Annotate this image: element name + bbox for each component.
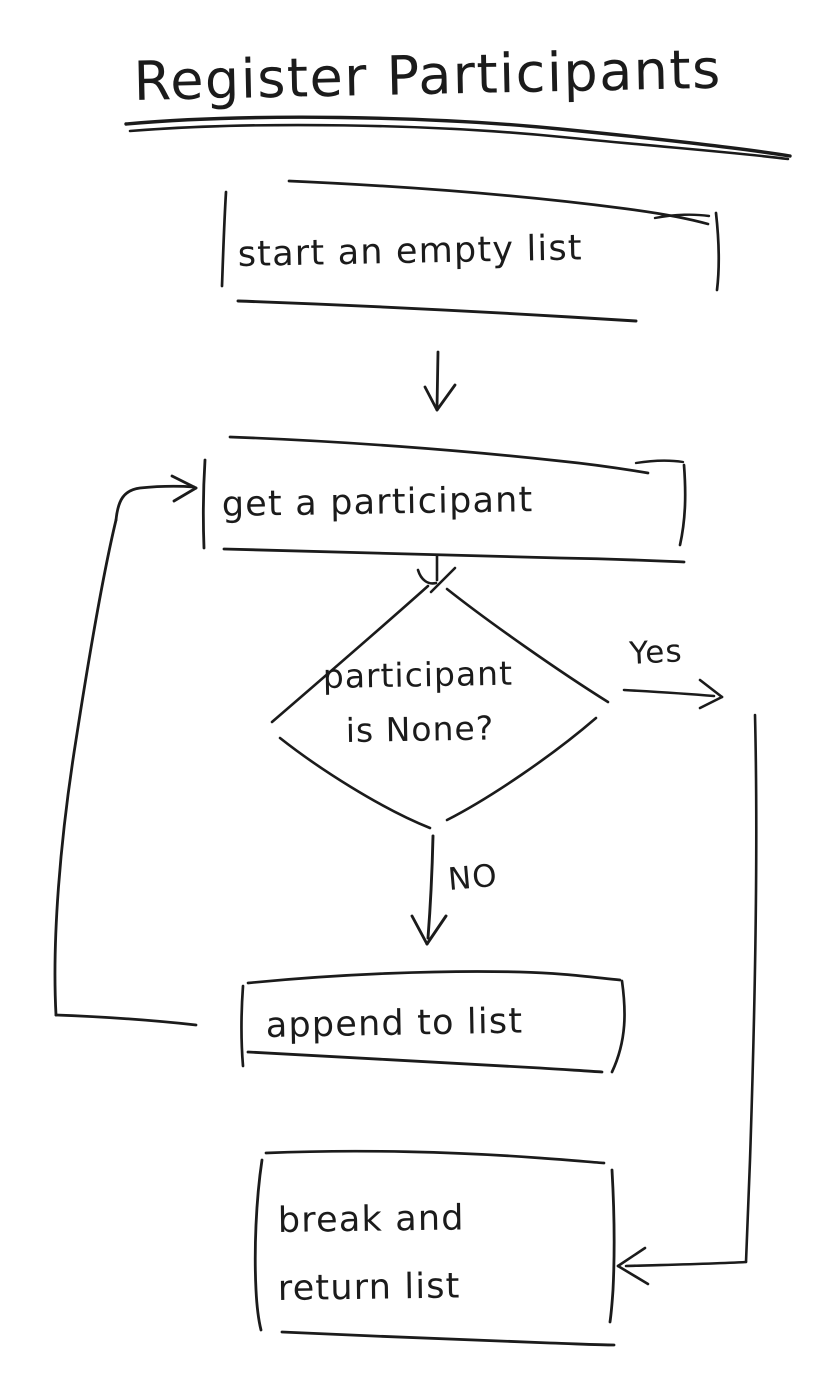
page-title: Register Participants [133,38,722,113]
node-append-box [240,970,626,1074]
node-finish-label-line1: break and [278,1198,465,1241]
node-finish-box [253,1149,616,1347]
node-append-label: append to list [265,1002,523,1046]
edge-start-to-get-arrow [423,350,457,412]
title-underline [124,115,792,161]
node-start-label: start an empty list [237,228,583,275]
node-check-diamond [270,584,610,830]
node-start-box [220,179,721,323]
edge-no-label: NO [447,858,500,898]
edge-loop-back-path [53,474,198,1027]
edge-yes-arrow [622,678,724,710]
node-check-label-line2: is None? [345,708,494,750]
edge-get-to-check-connector [416,554,457,594]
node-check-label-line1: participant [322,654,513,696]
edge-yes-label: Yes [628,633,684,672]
edge-yes-path [616,713,758,1286]
node-finish-label-line2: return list [278,1266,461,1309]
node-get-label: get a participant [222,480,534,525]
edge-no-arrow [410,834,448,946]
node-get-box [201,435,687,564]
